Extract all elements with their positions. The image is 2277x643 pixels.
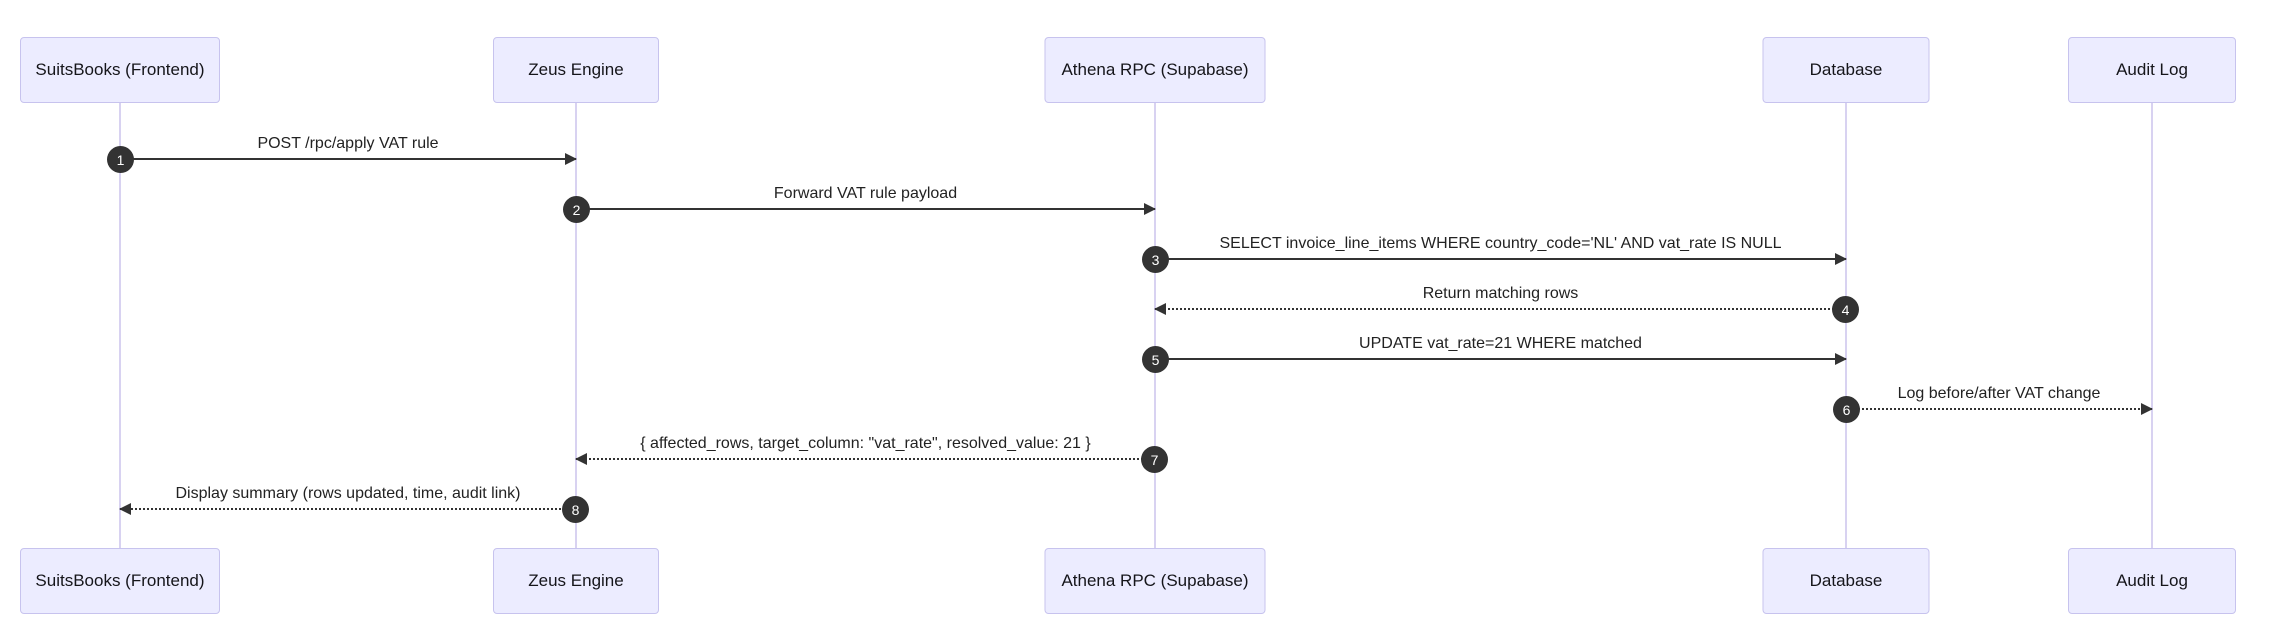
lifeline-athena-rpc [1154, 103, 1156, 549]
arrowhead-right-icon [2141, 403, 2153, 415]
sequence-number-badge: 5 [1142, 346, 1169, 373]
actor-bottom-suitsbooks-frontend: SuitsBooks (Frontend) [20, 548, 220, 614]
message-1-line [120, 158, 576, 160]
message-7-line [576, 458, 1155, 460]
actor-top-audit-log: Audit Log [2068, 37, 2236, 103]
lifeline-suitsbooks-frontend [119, 103, 121, 549]
lifeline-database [1845, 103, 1847, 549]
message-6-label: Log before/after VAT change [1897, 385, 2101, 402]
message-2-label: Forward VAT rule payload [773, 185, 958, 202]
message-1-label: POST /rpc/apply VAT rule [257, 135, 439, 152]
actor-label: SuitsBooks (Frontend) [35, 571, 205, 590]
message-2-line [576, 208, 1155, 210]
arrowhead-right-icon [565, 153, 577, 165]
actor-label: Database [1809, 571, 1883, 590]
arrowhead-left-icon [119, 503, 131, 515]
message-4-line [1155, 308, 1846, 310]
arrowhead-left-icon [575, 453, 587, 465]
sequence-number-badge: 1 [107, 146, 134, 173]
actor-top-zeus-engine: Zeus Engine [493, 37, 659, 103]
actor-label: Zeus Engine [528, 571, 624, 590]
actor-label: SuitsBooks (Frontend) [35, 60, 205, 79]
actor-top-database: Database [1762, 37, 1930, 103]
actor-label: Athena RPC (Supabase) [1061, 60, 1249, 79]
sequence-number-badge: 2 [563, 196, 590, 223]
actor-label: Audit Log [2116, 571, 2188, 590]
arrowhead-left-icon [1154, 303, 1166, 315]
sequence-number-badge: 4 [1832, 296, 1859, 323]
actor-label: Zeus Engine [528, 60, 624, 79]
arrowhead-right-icon [1835, 353, 1847, 365]
message-4-label: Return matching rows [1422, 285, 1579, 302]
message-3-label: SELECT invoice_line_items WHERE country_… [1219, 235, 1782, 252]
actor-bottom-athena-rpc: Athena RPC (Supabase) [1044, 548, 1266, 614]
actor-label: Database [1809, 60, 1883, 79]
message-8-label: Display summary (rows updated, time, aud… [175, 485, 521, 502]
arrowhead-right-icon [1144, 203, 1156, 215]
sequence-number-badge: 7 [1141, 446, 1168, 473]
sequence-number-badge: 8 [562, 496, 589, 523]
actor-bottom-database: Database [1762, 548, 1930, 614]
sequence-number-badge: 6 [1833, 396, 1860, 423]
message-3-line [1155, 258, 1846, 260]
message-7-label: { affected_rows, target_column: "vat_rat… [640, 435, 1091, 452]
message-5-line [1155, 358, 1846, 360]
lifeline-audit-log [2151, 103, 2153, 549]
message-5-label: UPDATE vat_rate=21 WHERE matched [1359, 335, 1642, 352]
lifeline-zeus-engine [575, 103, 577, 549]
actor-label: Athena RPC (Supabase) [1061, 571, 1249, 590]
arrowhead-right-icon [1835, 253, 1847, 265]
actor-top-athena-rpc: Athena RPC (Supabase) [1044, 37, 1266, 103]
actor-top-suitsbooks-frontend: SuitsBooks (Frontend) [20, 37, 220, 103]
actor-bottom-zeus-engine: Zeus Engine [493, 548, 659, 614]
actor-bottom-audit-log: Audit Log [2068, 548, 2236, 614]
message-6-line [1846, 408, 2152, 410]
sequence-number-badge: 3 [1142, 246, 1169, 273]
actor-label: Audit Log [2116, 60, 2188, 79]
message-8-line [120, 508, 576, 510]
